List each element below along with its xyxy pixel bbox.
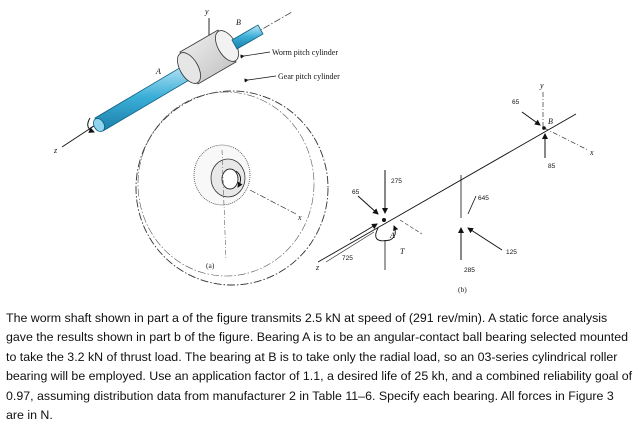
figure-b: x y B 65 85 275 65 725 A T z (315, 81, 594, 294)
force-65-a-label: 65 (352, 189, 360, 196)
gear-callout-line (244, 75, 277, 83)
axis-x-label-b: x (589, 148, 594, 157)
worm-shaft-b (231, 24, 264, 50)
force-85-label: 85 (548, 163, 556, 170)
shaft-rotation-arrow (87, 117, 95, 133)
axis-y-label-b: y (539, 81, 544, 90)
label-b-figure-a: B (236, 18, 241, 27)
figure-a: y z x A B Worm pitch cylin (53, 7, 340, 286)
axis-x-label-a: x (297, 213, 302, 222)
gear-vertical-centerline (221, 149, 227, 261)
force-645-arrow (467, 195, 477, 215)
gear-rim-outline (137, 91, 315, 277)
bearing-a-point (382, 218, 386, 222)
label-a-figure-b: A (389, 231, 395, 240)
force-65-b-arrow (521, 111, 541, 126)
shaft-axis-b (317, 113, 577, 263)
worm-callout-line (240, 51, 271, 59)
force-65-a-arrow (357, 195, 379, 215)
gear-rotation-arrow (235, 170, 243, 188)
caption-b: (b) (458, 285, 467, 294)
force-725-arrow (349, 223, 378, 241)
figure: y z x A B Worm pitch cylin (53, 7, 594, 294)
gear-hub-bore (221, 168, 239, 190)
force-725-label: 725 (342, 255, 353, 262)
gear-callout-label: Gear pitch cylinder (278, 72, 340, 81)
torque-t-arrow (375, 225, 399, 242)
gear-pitch-outline (135, 90, 329, 286)
force-275-label: 275 (391, 178, 402, 185)
label-a-figure-a: A (155, 67, 161, 76)
x-axis-b (543, 127, 589, 151)
caption-a: (a) (206, 261, 215, 270)
label-t: T (400, 247, 405, 256)
force-125-arrow (467, 227, 503, 251)
axis-z-line-b (325, 231, 375, 263)
worm-body-face (177, 52, 201, 84)
axis-z-label-b: z (315, 263, 320, 272)
worm-callout-label: Worm pitch cylinder (272, 48, 338, 57)
label-b-figure-b: B (548, 117, 553, 126)
axis-z-label-a: z (53, 146, 58, 155)
problem-statement: The worm shaft shown in part a of the fi… (6, 311, 633, 423)
bearing-b-point (542, 126, 546, 130)
force-125-label: 125 (506, 249, 517, 256)
worm-shaft (94, 62, 197, 132)
force-65-b-label: 65 (512, 99, 520, 106)
gear-x-axis (249, 189, 297, 215)
x-dash-at-a (399, 219, 423, 235)
force-645-label: 645 (478, 195, 489, 202)
force-285-label: 285 (464, 267, 475, 274)
axis-y-label-a: y (204, 7, 209, 16)
